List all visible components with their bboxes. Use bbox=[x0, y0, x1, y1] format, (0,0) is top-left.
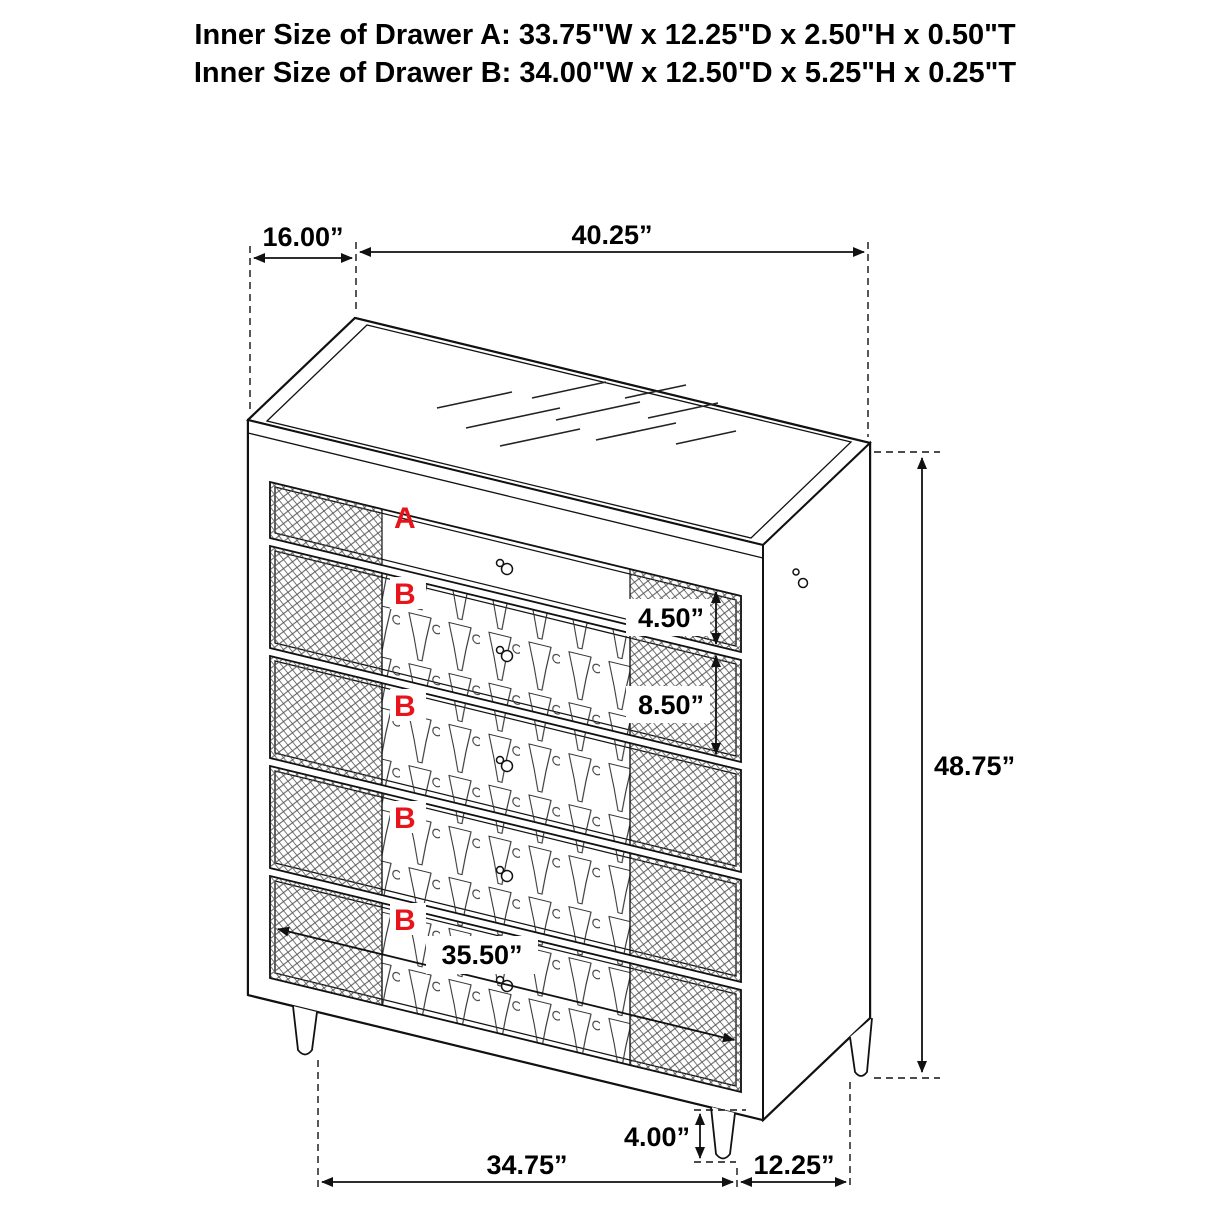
dim-base-depth: 12.25” bbox=[740, 1082, 851, 1188]
title-block: Inner Size of Drawer A: 33.75"W x 12.25"… bbox=[194, 19, 1017, 89]
dim-drawer-width-bg bbox=[426, 936, 538, 974]
drawer-a-knob-icon bbox=[495, 558, 514, 576]
drawer-b1-letter: B bbox=[394, 578, 416, 611]
dim-drawer-b-height-bg bbox=[626, 686, 710, 723]
title-line-2: Inner Size of Drawer B: 34.00"W x 12.50"… bbox=[194, 57, 1017, 89]
drawer-b1-knob-icon bbox=[495, 645, 514, 663]
dim-drawer-b-height: 8.50” bbox=[626, 655, 721, 755]
drawer-b2 bbox=[269, 654, 742, 874]
dim-drawer-b-height-label: 8.50” bbox=[638, 690, 704, 720]
dim-drawer-width: 35.50” bbox=[277, 926, 735, 1043]
top-face-inner-border bbox=[265, 324, 853, 539]
dim-overall-height-label: 48.75” bbox=[934, 751, 1015, 781]
front-right-leg bbox=[710, 1106, 736, 1160]
drawer-b4-letter: B bbox=[394, 904, 416, 937]
side-panel-knob-icon bbox=[792, 568, 809, 589]
drawer-b3-letter: B bbox=[394, 802, 416, 835]
back-right-leg bbox=[849, 1017, 873, 1077]
dim-top-depth: 16.00” bbox=[249, 222, 357, 414]
drawer-letter-labels: A B B B B bbox=[390, 502, 426, 937]
chest-right-face bbox=[762, 440, 871, 1123]
dim-drawer-a-height-label: 4.50” bbox=[638, 603, 704, 633]
drawer-b3-letter-bg bbox=[390, 801, 426, 833]
front-left-leg bbox=[292, 1005, 318, 1056]
dim-drawer-width-label: 35.50” bbox=[441, 940, 522, 970]
top-shine-marks bbox=[436, 381, 737, 447]
dim-drawer-a-height: 4.50” bbox=[626, 591, 721, 645]
title-line-1: Inner Size of Drawer A: 33.75"W x 12.25"… bbox=[194, 19, 1015, 51]
drawer-b2-letter-bg bbox=[390, 689, 426, 721]
drawer-a-letter: A bbox=[394, 502, 416, 535]
drawer-b2-right-hatch-panel bbox=[629, 742, 742, 873]
dim-overall-height: 48.75” bbox=[874, 451, 1015, 1079]
dim-base-width: 34.75” bbox=[317, 1060, 738, 1188]
drawer-a-left-hatch-panel bbox=[269, 481, 383, 566]
dim-top-width: 40.25” bbox=[359, 220, 869, 437]
drawer-b3-knob-icon bbox=[495, 865, 514, 883]
top-slab-edge bbox=[247, 432, 764, 559]
drawer-b2-letter: B bbox=[394, 690, 416, 723]
dim-top-depth-label: 16.00” bbox=[262, 222, 343, 252]
dim-leg-height: 4.00” bbox=[624, 1109, 746, 1163]
dim-drawer-a-height-bg bbox=[626, 599, 710, 636]
drawer-b1-letter-bg bbox=[390, 577, 426, 609]
drawer-b2-knob-icon bbox=[495, 755, 514, 773]
chest-drawing bbox=[245, 316, 873, 1160]
dim-base-depth-label: 12.25” bbox=[753, 1150, 834, 1180]
dim-top-width-label: 40.25” bbox=[571, 220, 652, 250]
dim-leg-height-label: 4.00” bbox=[624, 1122, 690, 1152]
dimension-annotations: 16.00” 40.25” 48.75” 4.50” 8.50” bbox=[249, 220, 1015, 1188]
dim-base-width-label: 34.75” bbox=[486, 1150, 567, 1180]
